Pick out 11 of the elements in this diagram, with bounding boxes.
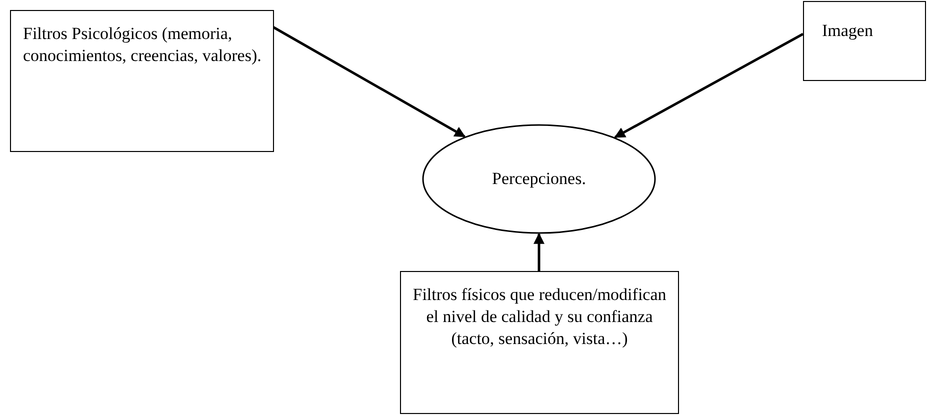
node-text: Filtros físicos que reducen/modifican el nivel de calidad y su confianza (tacto, sensación, vista…) (412, 284, 668, 350)
node-text: Percepciones. (491, 168, 587, 190)
text-box (400, 271, 679, 414)
text-box (803, 1, 926, 81)
arrow (272, 26, 466, 138)
node-text: Imagen (822, 20, 874, 42)
node-text: Filtros Psicológicos (memoria, conocimientos, creencias, valores). (23, 23, 262, 67)
ellipse-node (422, 124, 656, 234)
arrow (534, 232, 544, 271)
text-box (10, 10, 274, 152)
arrow (614, 32, 804, 138)
